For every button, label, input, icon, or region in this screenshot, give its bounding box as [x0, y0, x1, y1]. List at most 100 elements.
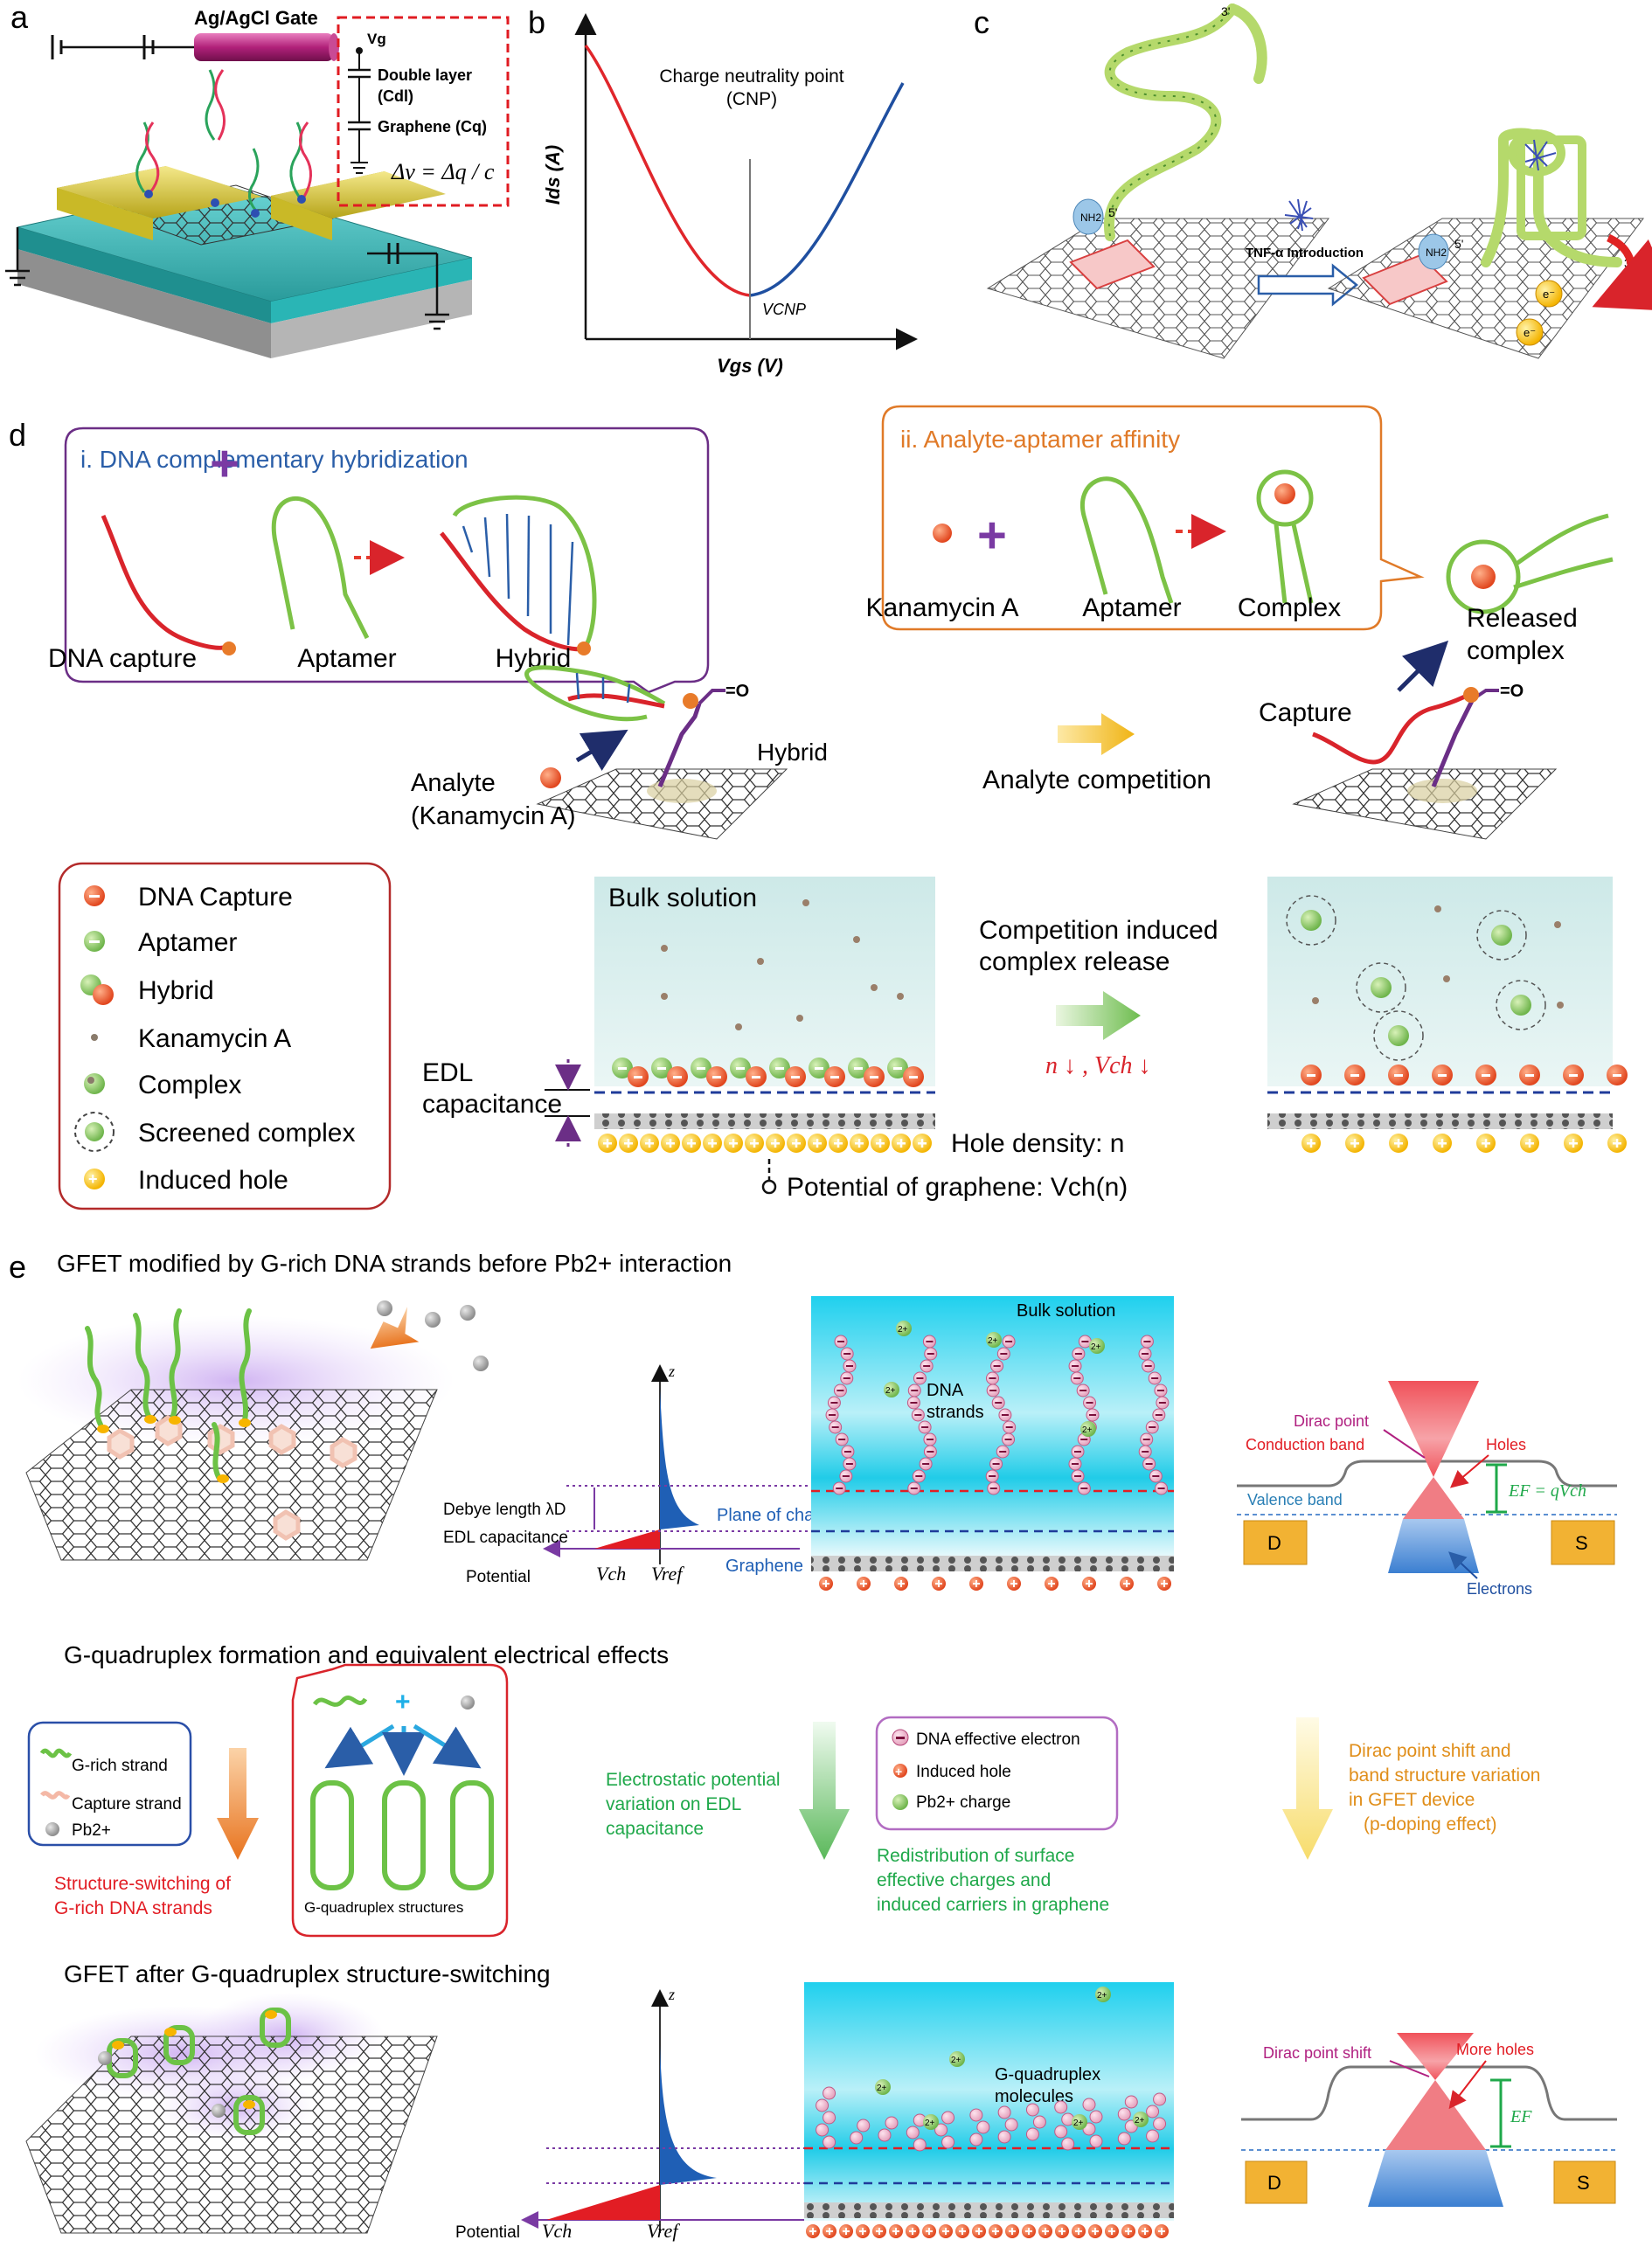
gq-plus: + — [395, 1688, 411, 1716]
c-electron-2 — [1516, 318, 1544, 346]
box-ii-affinity: ii. Analyte-aptamer affinity + Kanamycin… — [865, 405, 1425, 631]
d-hybrid-pairs-left — [598, 1058, 932, 1153]
gq-electron — [1117, 2132, 1131, 2146]
released-complex-line1: Released — [1467, 604, 1578, 633]
competition-line2: complex release — [979, 947, 1170, 976]
dirac-shift-arrow — [1282, 1717, 1333, 1860]
legend-complex-icon — [84, 1073, 105, 1094]
cdl-label: (Cdl) — [378, 87, 413, 105]
capture-strand-i — [101, 514, 227, 650]
legend-pb: Pb2+ — [72, 1821, 111, 1840]
source-label-2: S — [1577, 2172, 1590, 2194]
b-blue-branch — [749, 82, 905, 297]
screened-complex — [1476, 910, 1527, 961]
hole-density-label: Hole density: n — [951, 1129, 1124, 1158]
n-relation: n ↓ , Vch ↓ — [1045, 1052, 1151, 1079]
screened-complex — [1373, 1010, 1424, 1061]
capacitance-formula: Δv = Δq / c — [391, 159, 495, 184]
kanamycin-dot — [1434, 905, 1441, 912]
gq-electron — [941, 2111, 955, 2125]
ag-agcl-gate-rod — [194, 33, 334, 61]
legend-kanamycin-icon — [91, 1034, 98, 1041]
pb-ion — [1080, 1421, 1096, 1437]
gq-electron — [1146, 2129, 1160, 2143]
gq-electron — [934, 2123, 948, 2137]
d-bulk-before: Bulk solution — [594, 877, 935, 1153]
kanamycin-dot — [1443, 975, 1450, 982]
gq-electron — [1054, 2100, 1068, 2114]
box-i-item-capture: DNA capture — [48, 644, 197, 673]
gq-electron — [1153, 2117, 1167, 2131]
potential-label: Potential of graphene: Vch(n) — [787, 1173, 1128, 1202]
panel-a-device: Ag/AgCl Gate — [5, 7, 473, 358]
pb-ion-charge: 2+ — [898, 1325, 908, 1335]
gq-electron — [976, 2120, 990, 2134]
gq-electron — [1117, 2107, 1131, 2121]
electrostatic-line1: Electrostatic potential — [606, 1770, 781, 1790]
analyte-competition: Analyte competition — [982, 713, 1211, 794]
more-holes-label: More holes — [1456, 2041, 1534, 2058]
kanamycin-dot — [1554, 921, 1561, 928]
gq-electron — [823, 2135, 836, 2149]
b-ylabel: Ids (A) — [542, 145, 564, 205]
legend-hole: Induced hole — [138, 1166, 288, 1195]
box-i-title: i. DNA complementary hybridization — [80, 446, 469, 473]
legend-complex: Complex — [138, 1071, 241, 1099]
c-aptamer-strand — [1103, 3, 1238, 241]
e-bulk-label: Bulk solution — [1017, 1301, 1115, 1321]
pb-ion-charge: 2+ — [951, 2056, 961, 2065]
svg-text:+: + — [88, 1170, 98, 1188]
gq-electron — [850, 2131, 864, 2145]
c-tnf-arrow — [1257, 263, 1358, 307]
gq-electron — [1124, 2095, 1138, 2109]
gq-electron — [878, 2128, 892, 2142]
capture-label: Capture — [1259, 698, 1352, 727]
gq-electron — [969, 2133, 983, 2146]
vcnp-label: VCNP — [762, 301, 806, 318]
e-gfet-after — [25, 1993, 438, 2234]
d-edl-line2: capacitance — [422, 1090, 562, 1119]
gq-molecules-line1: G-quadruplex — [995, 2065, 1100, 2084]
legend-screened-icon — [74, 1112, 115, 1152]
charge-legend-electron: DNA effective electron — [916, 1730, 1080, 1749]
c-red-curved-arrow — [1592, 233, 1652, 312]
plus-sign-i: + — [210, 435, 239, 492]
legend-kanamycin: Kanamycin A — [138, 1024, 291, 1053]
gq-structures-label: G-quadruplex structures — [304, 1899, 463, 1916]
vref-label-1: Vref — [651, 1563, 684, 1585]
dirac-shift-line3: in GFET device — [1349, 1790, 1475, 1810]
debye-label: Debye length λD — [443, 1501, 566, 1519]
b-xlabel: Vgs (V) — [717, 355, 783, 377]
gq-electron — [816, 2123, 829, 2137]
panel-letter-c: c — [974, 4, 989, 40]
panel-letter-a: a — [10, 0, 29, 35]
dirac-point-label: Dirac point — [1294, 1412, 1369, 1430]
gq-electron — [913, 2138, 927, 2152]
ef-equation: EF = qVch — [1508, 1481, 1586, 1501]
legend-screened: Screened complex — [138, 1119, 355, 1148]
gq-electron — [1032, 2115, 1046, 2129]
d-bulk-after — [1267, 877, 1628, 1153]
graphene-label-e: Graphene — [725, 1557, 803, 1576]
aptamer-loop-ii — [1079, 476, 1174, 604]
gq-electron — [823, 2111, 836, 2125]
d-hybrid-on-graphene: =O Hybrid Analyte (Kanamycin A) — [411, 665, 828, 840]
legend-aptamer: Aptamer — [138, 928, 237, 957]
pb-ion — [875, 2079, 891, 2095]
gq-electron — [816, 2098, 829, 2112]
e-potential-profile-after: z Potential Vch Vref — [455, 1986, 883, 2242]
panel-b-transfer-curve: Charge neutrality point (CNP) Ids (A) Vg… — [542, 13, 918, 377]
box-ii-item-kanamycin: Kanamycin A — [865, 593, 1018, 622]
edl-cap-label: EDL capacitance — [443, 1529, 568, 1547]
legend-capture: DNA Capture — [138, 883, 293, 912]
analyte-arrow — [575, 729, 628, 772]
legend-hybrid: Hybrid — [138, 976, 214, 1005]
graphene-cq-label: Graphene (Cq) — [378, 118, 487, 135]
released-arrow — [1397, 640, 1449, 692]
gq-electron — [1025, 2103, 1039, 2117]
legend-capture-strand: Capture strand — [72, 1795, 182, 1814]
c-nh2-label: NH2 — [1080, 212, 1101, 224]
structure-switching-line2: G-rich DNA strands — [54, 1898, 212, 1918]
gq-electron — [823, 2086, 836, 2100]
